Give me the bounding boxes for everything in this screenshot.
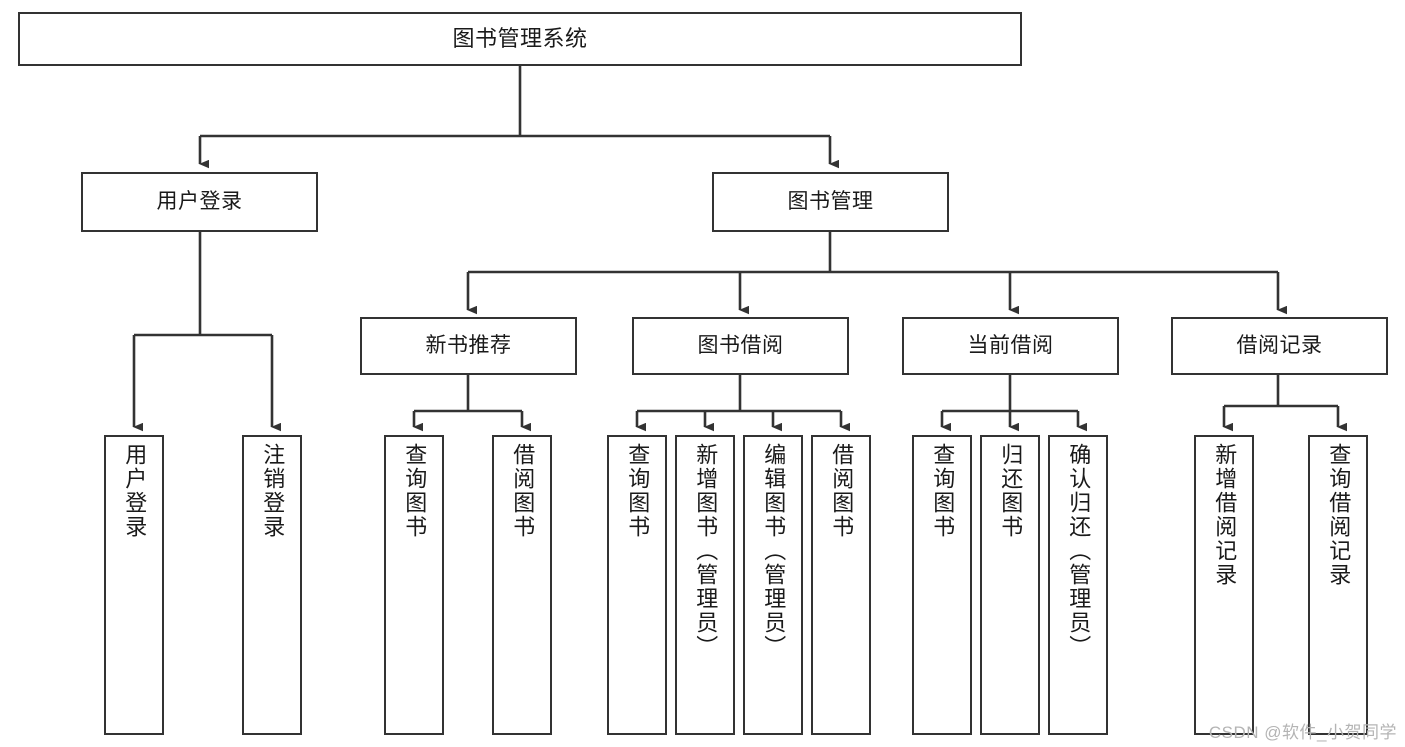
node-label: 借阅图书 [510, 443, 536, 539]
node-label: 查询图书 [402, 443, 428, 539]
node-label: 确认归还（管理员） [1066, 443, 1092, 659]
node-label: 新书推荐 [425, 333, 512, 357]
node-book-borrow[interactable]: 图书借阅 [632, 317, 849, 375]
node-leaf-query-book-borrow[interactable]: 查询图书 [607, 435, 667, 735]
node-label: 查询借阅记录 [1326, 443, 1352, 587]
node-leaf-add-borrow-record[interactable]: 新增借阅记录 [1194, 435, 1254, 735]
node-user-login[interactable]: 用户登录 [81, 172, 318, 232]
node-label: 查询图书 [930, 443, 956, 539]
node-label: 新增借阅记录 [1212, 443, 1238, 587]
node-label: 图书借阅 [697, 333, 784, 357]
node-borrow-record[interactable]: 借阅记录 [1171, 317, 1388, 375]
node-leaf-add-book[interactable]: 新增图书（管理员） [675, 435, 735, 735]
node-label: 新增图书（管理员） [693, 443, 719, 659]
node-leaf-query-book-recommend[interactable]: 查询图书 [384, 435, 444, 735]
node-label: 查询图书 [625, 443, 651, 539]
node-leaf-logout-login[interactable]: 注销登录 [242, 435, 302, 735]
node-book-manage[interactable]: 图书管理 [712, 172, 949, 232]
node-label: 归还图书 [998, 443, 1024, 539]
node-label: 借阅图书 [829, 443, 855, 539]
node-new-book-recommend[interactable]: 新书推荐 [360, 317, 577, 375]
node-leaf-edit-book[interactable]: 编辑图书（管理员） [743, 435, 803, 735]
node-leaf-user-login[interactable]: 用户登录 [104, 435, 164, 735]
node-label: 用户登录 [156, 189, 243, 213]
node-leaf-borrow-book[interactable]: 借阅图书 [811, 435, 871, 735]
node-leaf-borrow-book-recommend[interactable]: 借阅图书 [492, 435, 552, 735]
node-leaf-confirm-return[interactable]: 确认归还（管理员） [1048, 435, 1108, 735]
node-label: 当前借阅 [967, 333, 1054, 357]
node-root-book-management-system[interactable]: 图书管理系统 [18, 12, 1022, 66]
node-leaf-return-book[interactable]: 归还图书 [980, 435, 1040, 735]
node-label: 编辑图书（管理员） [761, 443, 787, 659]
node-leaf-query-book-current[interactable]: 查询图书 [912, 435, 972, 735]
node-label: 注销登录 [260, 443, 286, 539]
csdn-watermark: CSDN @软件_小贺同学 [1208, 723, 1397, 742]
node-label: 用户登录 [122, 443, 148, 539]
node-label: 借阅记录 [1236, 333, 1323, 357]
node-label: 图书管理 [787, 189, 874, 213]
node-label: 图书管理系统 [452, 26, 588, 52]
node-leaf-query-borrow-record[interactable]: 查询借阅记录 [1308, 435, 1368, 735]
node-current-borrow[interactable]: 当前借阅 [902, 317, 1119, 375]
